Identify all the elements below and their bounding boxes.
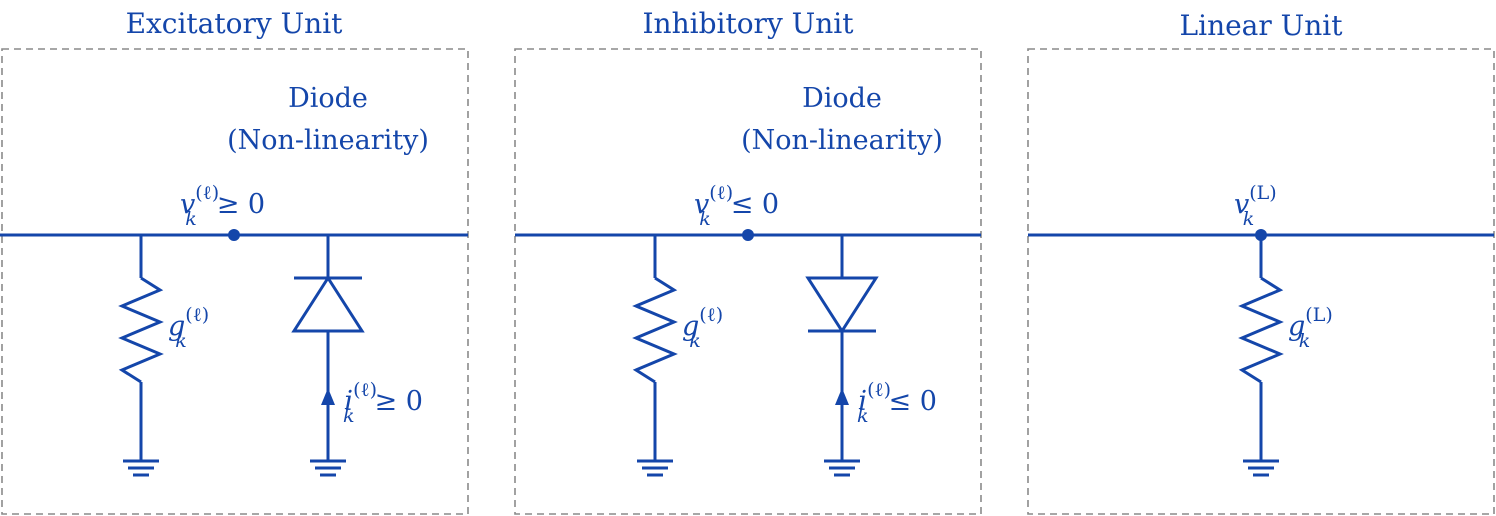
excitatory-resistor xyxy=(118,235,164,460)
inhibitory-diode-sublabel: (Non-linearity) xyxy=(741,125,943,156)
ground-icon xyxy=(123,459,159,477)
inhibitory-conductance-label: g(ℓ)k xyxy=(682,304,723,352)
inhibitory-unit-frame xyxy=(514,48,982,515)
inhibitory-current-label: i(ℓ)k≤ 0 xyxy=(857,379,937,427)
linear-unit: Linear Unit v(L)k g(L)k xyxy=(1027,9,1495,515)
ground-icon xyxy=(310,459,346,477)
excitatory-unit-title: Excitatory Unit xyxy=(126,7,344,40)
linear-resistor xyxy=(1238,235,1284,460)
inhibitory-resistor xyxy=(632,235,678,460)
inhibitory-node-dot xyxy=(742,229,754,241)
ground-icon xyxy=(824,459,860,477)
excitatory-diode-sublabel: (Non-linearity) xyxy=(227,125,429,156)
inhibitory-unit-title: Inhibitory Unit xyxy=(642,7,854,40)
excitatory-node-voltage-label: v(ℓ)k≥ 0 xyxy=(180,182,265,230)
excitatory-unit-frame xyxy=(1,48,469,515)
linear-conductance-label: g(L)k xyxy=(1288,304,1333,352)
ground-icon xyxy=(637,459,673,477)
excitatory-diode xyxy=(291,235,365,460)
excitatory-current-label: i(ℓ)k≥ 0 xyxy=(343,379,423,427)
excitatory-conductance-label: g(ℓ)k xyxy=(168,304,209,352)
inhibitory-unit: Inhibitory Unit Diode (Non-linearity) v(… xyxy=(514,7,982,515)
excitatory-unit: Excitatory Unit Diode (Non-linearity) v(… xyxy=(0,7,469,515)
excitatory-node-dot xyxy=(228,229,240,241)
inhibitory-diode-label: Diode xyxy=(802,83,882,114)
inhibitory-diode xyxy=(805,235,879,460)
ground-icon xyxy=(1243,459,1279,477)
excitatory-diode-label: Diode xyxy=(288,83,368,114)
current-arrow-icon xyxy=(835,388,849,405)
linear-unit-frame xyxy=(1027,48,1495,515)
inhibitory-node-voltage-label: v(ℓ)k≤ 0 xyxy=(694,182,779,230)
current-arrow-icon xyxy=(321,388,335,405)
linear-node-voltage-label: v(L)k xyxy=(1234,182,1277,230)
linear-unit-title: Linear Unit xyxy=(1180,9,1344,42)
